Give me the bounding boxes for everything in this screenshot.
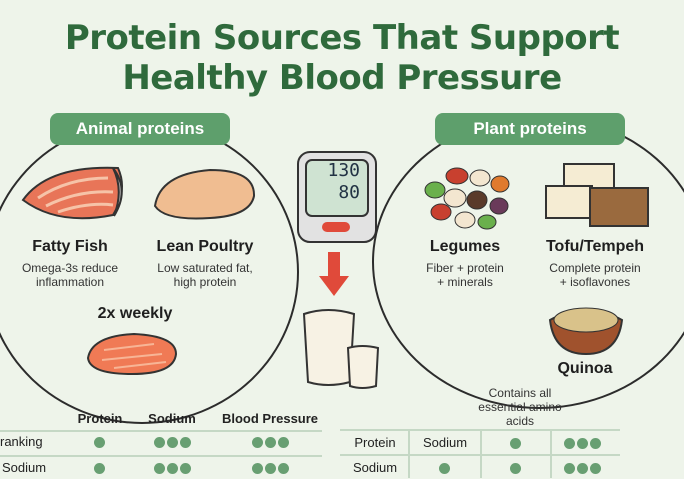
dots-rating [563, 461, 602, 479]
tofu-tempeh-desc-2: + isoflavones [559, 275, 631, 289]
fish-icon [21, 166, 123, 220]
dots-rating [509, 461, 522, 479]
fatty-fish-title: Fatty Fish [32, 238, 108, 255]
lean-poultry-title: Lean Poultry [156, 238, 254, 255]
tofu-tempeh-title: Tofu/Tempeh [545, 238, 645, 255]
divider [0, 430, 322, 432]
dots-rating [438, 461, 451, 479]
blood-pressure-monitor-icon [297, 151, 377, 243]
quinoa-desc-1: Contains all [488, 386, 552, 400]
down-arrow-icon [319, 252, 349, 296]
quinoa-desc-3: acids [505, 414, 534, 428]
divider [480, 430, 482, 478]
legumes-desc-2: + minerals [437, 275, 493, 289]
fatty-fish-desc-1: Omega-3s reduce [21, 261, 119, 275]
diastolic-reading: 80 [338, 182, 360, 203]
cell-sodium-row: Sodium [352, 460, 398, 475]
row-label-ranking: ranking [0, 434, 43, 449]
quinoa-bowl-icon [548, 307, 624, 356]
systolic-reading: 130 [327, 160, 360, 181]
row-label-sodium: Sodium [2, 460, 47, 475]
col-header-protein: Protein [77, 411, 123, 426]
dots-rating [251, 435, 290, 453]
tofu-tempeh-desc-1: Complete protein [549, 261, 641, 275]
fatty-fish-desc-2: inflammation [35, 275, 105, 289]
dots-rating [153, 461, 192, 479]
legumes-title: Legumes [429, 238, 501, 255]
dots-rating [93, 461, 106, 479]
lean-poultry-desc-2: high protein [173, 275, 237, 289]
legumes-icon [424, 167, 510, 230]
col-header-sodium: Sodium [148, 411, 196, 426]
divider [550, 430, 552, 478]
milk-glasses-icon [302, 309, 380, 389]
dots-rating [93, 435, 106, 453]
legumes-desc-1: Fiber + protein [426, 261, 504, 275]
dots-rating [563, 436, 602, 454]
divider [408, 430, 410, 478]
frequency-label: 2x weekly [97, 305, 173, 322]
plant-proteins-label: Plant proteins [435, 113, 625, 145]
cell-protein: Protein [354, 435, 396, 450]
col-header-blood-pressure: Blood Pressure [221, 411, 319, 426]
dots-rating [153, 435, 192, 453]
quinoa-desc-2: essential amino [478, 400, 562, 414]
dots-rating [251, 461, 290, 479]
quinoa-title: Quinoa [557, 360, 613, 377]
title-line-2: Healthy Blood Pressure [122, 58, 562, 98]
salmon-fillet-icon [86, 332, 178, 376]
dots-rating [509, 436, 522, 454]
tofu-tempeh-icon [545, 163, 649, 227]
poultry-icon [153, 168, 256, 220]
title-line-1: Protein Sources That Support [64, 18, 620, 58]
animal-proteins-label: Animal proteins [50, 113, 230, 145]
lean-poultry-desc-1: Low saturated fat, [157, 261, 253, 275]
divider [0, 455, 322, 457]
cell-sodium: Sodium [422, 435, 468, 450]
